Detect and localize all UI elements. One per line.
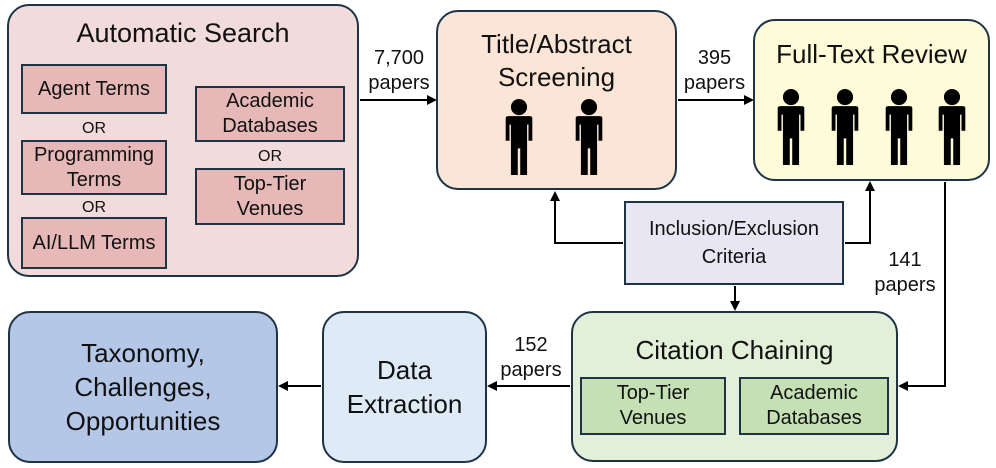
data-extraction-title: Data Extraction — [346, 355, 463, 419]
arrow-criteria-to-fulltext — [845, 181, 875, 244]
reviewer-icon — [885, 89, 913, 165]
taxonomy-box: Taxonomy, Challenges, Opportunities — [8, 311, 278, 463]
term-agent: Agent Terms — [21, 64, 167, 114]
arrow-criteria-to-screening — [550, 191, 623, 244]
or-label-3: OR — [258, 148, 282, 165]
reviewer-icon — [575, 99, 603, 175]
reviewer-icon — [505, 99, 533, 175]
arrow-fulltext-to-citation — [898, 182, 946, 391]
flow-count-7700: 7,700 papers — [368, 47, 430, 94]
taxonomy-title: Taxonomy, Challenges, Opportunities — [65, 338, 221, 436]
criteria-box: Inclusion/Exclusion Criteria — [624, 201, 844, 285]
automatic-search-title: Automatic Search — [76, 18, 290, 48]
flow-count-141: 141 papers — [874, 249, 936, 296]
reviewer-icon — [777, 89, 805, 165]
or-label-1: OR — [82, 120, 106, 137]
or-label-2: OR — [82, 199, 106, 216]
citation-academic-databases: Academic Databases — [739, 377, 889, 435]
screening-box: Title/Abstract Screening — [436, 10, 677, 190]
citation-chaining-title: Citation Chaining — [635, 335, 834, 365]
top-tier-venues-source: Top-Tier Venues — [195, 168, 345, 225]
screening-title: Title/Abstract Screening — [481, 29, 632, 92]
fulltext-review-title: Full-Text Review — [776, 39, 967, 69]
reviewer-icon — [938, 89, 966, 165]
term-ai-llm: AI/LLM Terms — [21, 217, 167, 269]
data-extraction-box: Data Extraction — [322, 311, 487, 463]
flow-count-395: 395 papers — [683, 47, 746, 94]
academic-databases-source: Academic Databases — [195, 86, 345, 142]
flow-count-152: 152 papers — [500, 334, 562, 381]
term-programming: Programming Terms — [21, 140, 167, 195]
citation-top-tier-venues: Top-Tier Venues — [580, 377, 726, 435]
reviewer-icon — [831, 89, 859, 165]
